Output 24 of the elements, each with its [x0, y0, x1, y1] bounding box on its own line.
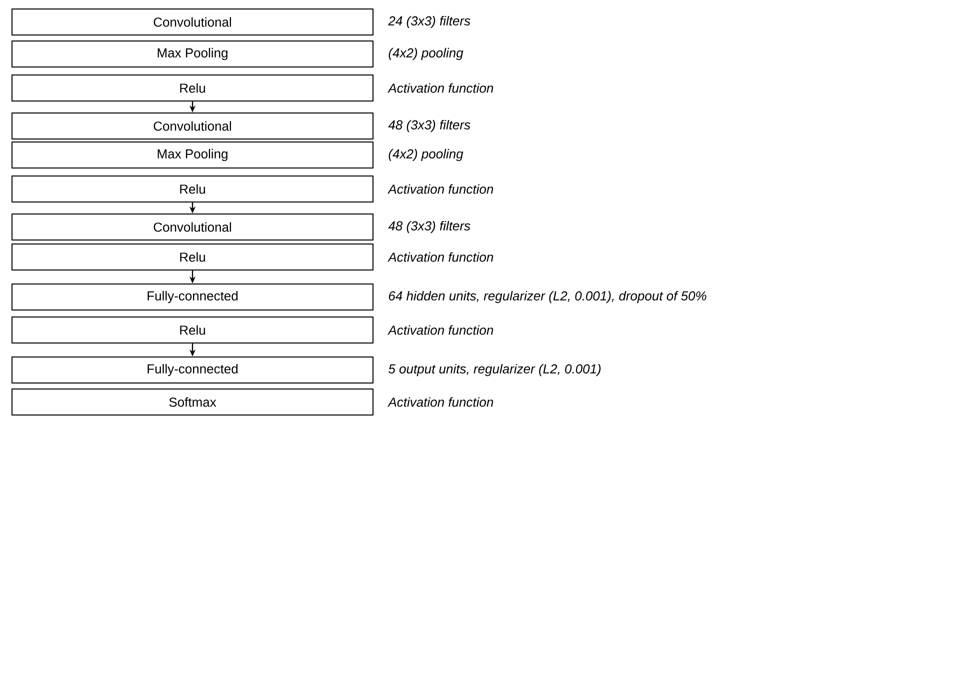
layer-description: 64 hidden units, regularizer (L2, 0.001), dropout of 50% [388, 290, 706, 304]
layer-description: 48 (3x3) filters [388, 120, 470, 132]
layer-description: 24 (3x3) filters [388, 16, 470, 28]
layer-description: (4x2) pooling [388, 48, 464, 60]
layer-box: Softmax [12, 388, 374, 416]
layer-box: Fully-connected [12, 284, 374, 310]
layer-box: Relu [12, 244, 374, 270]
layer-box: Fully-connected [12, 356, 374, 384]
layer-box: Convolutional [12, 214, 374, 240]
layer-box: Relu [12, 316, 374, 344]
layer-box: Max Pooling [12, 40, 374, 68]
layer-box: Max Pooling [12, 142, 374, 168]
layer-description: Activation function [388, 83, 494, 93]
layer-box: Relu [12, 74, 374, 102]
layer-box: Convolutional [12, 8, 374, 36]
layer-description: Activation function [388, 397, 494, 407]
layer-description: 5 output units, regularizer (L2, 0.001) [388, 364, 601, 376]
layer-description: Activation function [388, 184, 494, 194]
layer-description: 48 (3x3) filters [388, 220, 470, 234]
layer-description: (4x2) pooling [388, 148, 464, 162]
layer-box: Relu [12, 176, 374, 202]
layer-description: Activation function [388, 325, 494, 335]
layer-description: Activation function [388, 252, 494, 262]
layer-box: Convolutional [12, 112, 374, 140]
